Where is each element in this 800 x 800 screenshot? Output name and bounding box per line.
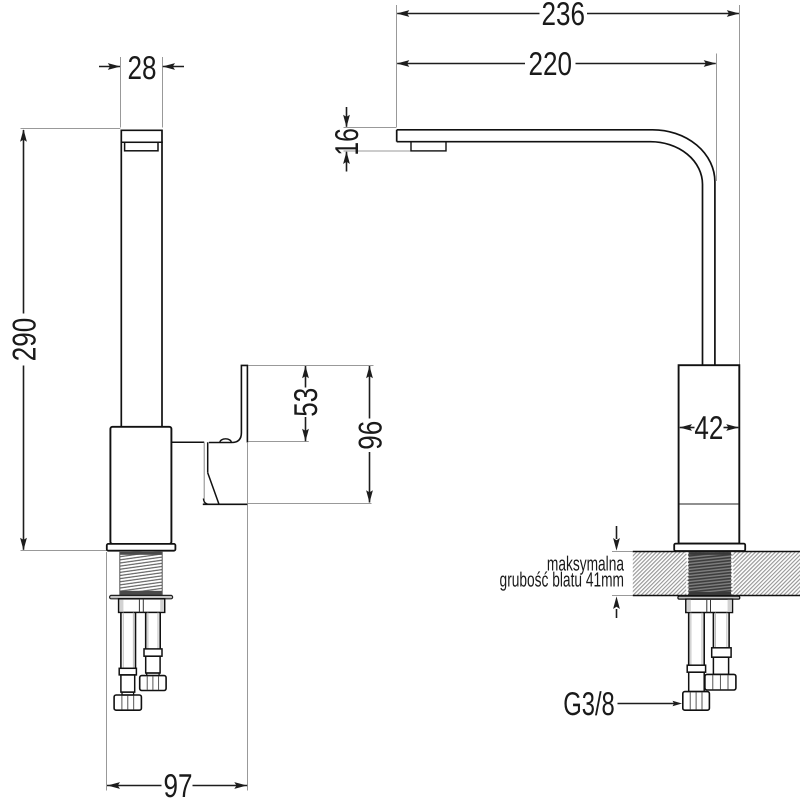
svg-text:maksymalna: maksymalna <box>547 552 624 575</box>
svg-text:220: 220 <box>528 45 571 82</box>
svg-text:G3/8: G3/8 <box>563 685 615 722</box>
svg-text:28: 28 <box>127 49 156 86</box>
svg-text:96: 96 <box>351 421 388 450</box>
svg-text:236: 236 <box>542 0 585 32</box>
svg-text:290: 290 <box>5 318 42 361</box>
svg-text:97: 97 <box>163 767 192 800</box>
svg-text:53: 53 <box>287 388 324 417</box>
svg-text:42: 42 <box>694 409 723 446</box>
svg-text:16: 16 <box>328 128 365 156</box>
svg-text:grubość blatu 41mm: grubość blatu 41mm <box>500 569 624 592</box>
